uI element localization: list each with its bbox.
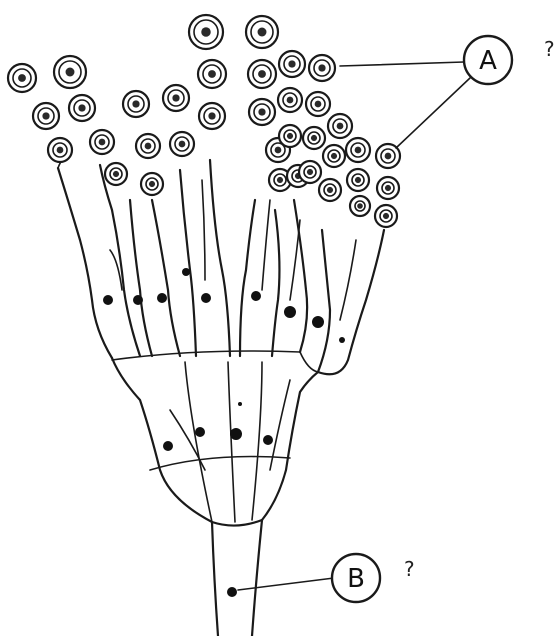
conidium-spore bbox=[170, 132, 194, 156]
conidium-spore bbox=[328, 114, 352, 138]
stipe bbox=[212, 520, 262, 636]
conidium-spore bbox=[303, 127, 325, 149]
conidium-spore bbox=[48, 138, 72, 162]
conidium-spore bbox=[246, 16, 278, 48]
phialide-nucleus bbox=[157, 293, 167, 303]
conidium-spore bbox=[249, 99, 275, 125]
conidium-spore bbox=[69, 95, 95, 121]
conidium-spore bbox=[136, 134, 160, 158]
phialide-nucleus bbox=[251, 291, 261, 301]
conidium-spore bbox=[279, 51, 305, 77]
conidium-spore bbox=[350, 196, 370, 216]
conidium-spore bbox=[377, 177, 399, 199]
conidium-spore bbox=[323, 145, 345, 167]
vesicle-nucleus bbox=[195, 427, 205, 437]
phialide-nucleus bbox=[182, 268, 190, 276]
conidium-spore bbox=[189, 15, 223, 49]
phialide-nucleus bbox=[103, 295, 113, 305]
conidium-spore bbox=[163, 85, 189, 111]
conidium-spore bbox=[309, 55, 335, 81]
conidium-spore bbox=[279, 125, 301, 147]
conidium-spore bbox=[347, 169, 369, 191]
label-a: A ? bbox=[340, 36, 555, 148]
conidium-spore bbox=[299, 161, 321, 183]
vesicle-nucleus bbox=[238, 402, 242, 406]
phialide-nucleus bbox=[312, 316, 324, 328]
conidium-spore bbox=[278, 88, 302, 112]
label-b-letter: B bbox=[347, 564, 365, 594]
label-a-question-mark: ? bbox=[544, 37, 555, 61]
conidium-spore bbox=[375, 205, 397, 227]
phialide-nucleus bbox=[339, 337, 345, 343]
phialide-nucleus bbox=[133, 295, 143, 305]
label-b: B ? bbox=[238, 554, 415, 602]
vesicle-nucleus bbox=[163, 441, 173, 451]
label-a-letter: A bbox=[479, 46, 497, 76]
stipe-nucleus bbox=[227, 587, 237, 597]
conidium-spore bbox=[90, 130, 114, 154]
vesicle-nucleus bbox=[230, 428, 242, 440]
conidium-spore bbox=[306, 92, 330, 116]
phialide-nucleus bbox=[284, 306, 296, 318]
conidium-spore bbox=[141, 173, 163, 195]
phialide-nucleus bbox=[201, 293, 211, 303]
conidium-spore bbox=[33, 103, 59, 129]
label-b-question-mark: ? bbox=[404, 557, 415, 581]
vesicle-nucleus bbox=[263, 435, 273, 445]
conidium-spore bbox=[198, 60, 226, 88]
conidium-spore bbox=[248, 60, 276, 88]
conidium-spore bbox=[105, 163, 127, 185]
conidium-spore bbox=[123, 91, 149, 117]
conidium-spore bbox=[319, 179, 341, 201]
conidium-spore bbox=[54, 56, 86, 88]
conidium-spore bbox=[346, 138, 370, 162]
conidium-spore bbox=[199, 103, 225, 129]
conidium-spore bbox=[8, 64, 36, 92]
vesicle bbox=[112, 351, 318, 526]
